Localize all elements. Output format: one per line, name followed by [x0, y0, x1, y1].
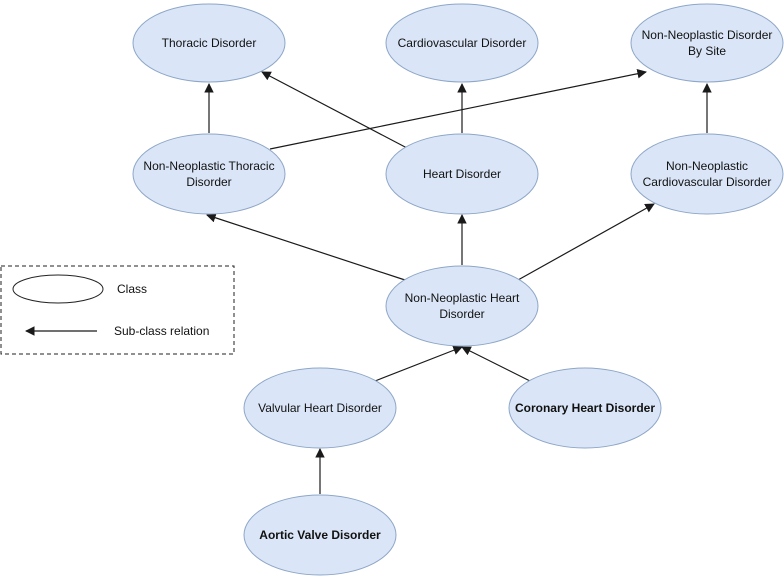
node-ellipse [385, 133, 539, 215]
edge-nn-thoracic-to-nn-by-site [269, 69, 647, 150]
node-nn-by-site: Non-Neoplastic Disorder By Site [630, 3, 784, 83]
node-label: Disorder [439, 307, 484, 321]
node-ellipse [132, 133, 286, 215]
node-ellipse [243, 494, 397, 576]
legend-relation-label: Sub-class relation [114, 324, 209, 338]
node-label: Coronary Heart Disorder [515, 401, 655, 415]
node-label: Aortic Valve Disorder [259, 528, 381, 542]
node-ellipse [132, 3, 286, 83]
node-label: Non-Neoplastic Disorder [642, 28, 773, 42]
legend-box [0, 265, 235, 355]
edge-nn-heart-to-nn-thoracic [206, 213, 406, 281]
node-label: By Site [688, 44, 726, 58]
edges-layer [204, 69, 712, 494]
node-ellipse [385, 3, 539, 83]
node-thoracic: Thoracic Disorder [132, 3, 286, 83]
node-valvular: Valvular Heart Disorder [243, 367, 397, 449]
node-label: Non-Neoplastic Thoracic [143, 159, 274, 173]
node-label: Heart Disorder [423, 167, 501, 181]
edge-heart-to-thoracic [261, 71, 408, 149]
node-label: Cardiovascular Disorder [643, 175, 772, 189]
legend-class-label: Class [117, 282, 147, 296]
node-label: Valvular Heart Disorder [258, 401, 382, 415]
node-ellipse [630, 133, 784, 215]
legend: Class Sub-class relation [0, 265, 235, 355]
edge-valvular-to-nn-heart [374, 345, 463, 382]
node-label: Disorder [186, 175, 231, 189]
node-heart: Heart Disorder [385, 133, 539, 215]
legend-class-ellipse [12, 274, 104, 304]
edge-coronary-to-nn-heart [461, 346, 531, 382]
node-ellipse [630, 3, 784, 83]
node-ellipse [243, 367, 397, 449]
edge-nn-heart-to-nn-cardiovascular [517, 203, 655, 281]
node-label: Cardiovascular Disorder [398, 36, 527, 50]
node-aortic: Aortic Valve Disorder [243, 494, 397, 576]
node-label: Non-Neoplastic Heart [405, 291, 520, 305]
node-label: Non-Neoplastic [666, 159, 748, 173]
node-ellipse [508, 367, 662, 449]
node-cardiovascular: Cardiovascular Disorder [385, 3, 539, 83]
node-ellipse [385, 265, 539, 347]
node-coronary: Coronary Heart Disorder [508, 367, 662, 449]
node-label: Thoracic Disorder [162, 36, 257, 50]
